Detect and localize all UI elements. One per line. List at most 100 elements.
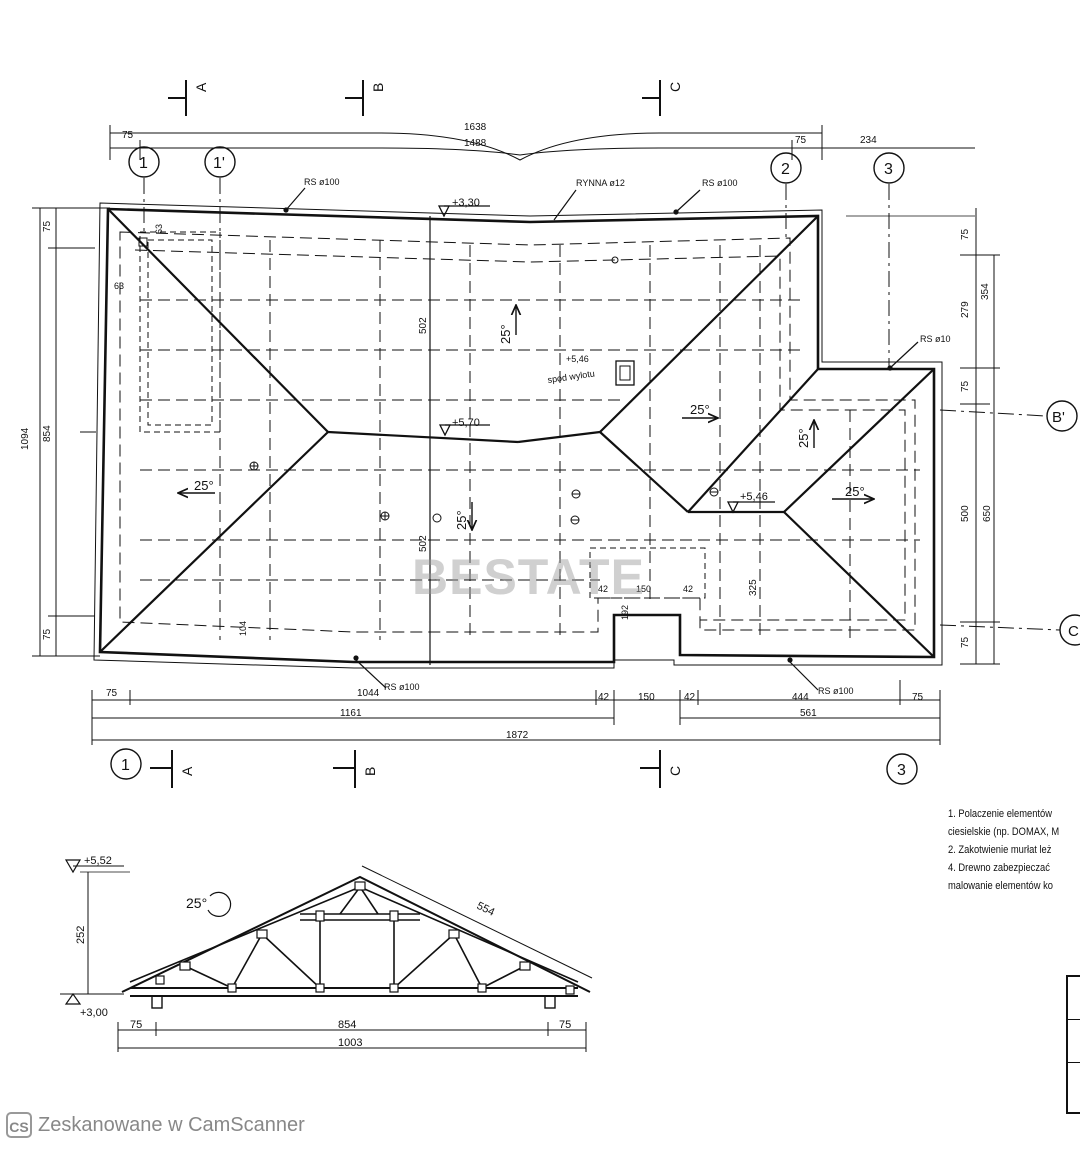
structure-grid [119,231,920,640]
dim-left-bottom: 75 [42,628,53,640]
note-line-5: malowanie elementów ko [948,880,1053,892]
dims-top [109,125,975,161]
dim-150-inner: 150 [636,584,651,594]
dim-104: 104 [238,621,248,636]
slope-label-right-c: 25° [845,484,865,499]
section-level-top: +5,52 [84,855,112,867]
section-overhang-left: 75 [130,1019,142,1031]
dim-top-right-part: 234 [860,135,877,146]
label-spod-wylotu: spod wylotu [547,368,595,385]
dim-right-354: 354 [980,283,991,300]
level-ridge: +5,70 [452,417,480,429]
dim-right-75: 75 [960,380,971,392]
dim-left-inner: 854 [42,425,53,442]
dim-bottom-42b: 42 [684,692,696,703]
dim-bottom-overhang-left: 75 [106,688,118,699]
section-height: 252 [75,926,87,944]
axis-bprime-right: B' [1052,409,1065,426]
camscanner-icon: CS [6,1112,32,1138]
dim-top-overhang-right: 75 [795,135,807,146]
dim-bottom-150: 150 [638,692,655,703]
inner-frames [139,231,706,599]
section-marks [150,80,661,788]
slope-label-right-b: 25° [796,428,811,448]
note-line-1: 1. Polaczenie elementów [948,808,1052,820]
section-rafter-length: 554 [475,900,497,919]
eave-outline-outer [93,202,943,669]
dim-bottom-overall: 1872 [506,730,529,741]
vent-markers [138,237,719,525]
section-span: 854 [338,1019,356,1031]
dim-right-500: 500 [960,505,971,522]
dim-63-b: 63 [114,281,124,291]
dim-bottom-left-total: 1161 [340,708,362,719]
dim-bottom-42a: 42 [598,692,610,703]
label-rs-right: RS ø10 [920,334,951,344]
dim-top-overall: 1638 [464,122,487,133]
section-mark-c-top: C [667,82,683,92]
section-level-bottom: +3,00 [80,1007,108,1019]
section-mark-b-top: B [370,83,386,92]
dim-right-279: 279 [960,301,971,318]
dim-bottom-444: 444 [792,692,809,703]
section-mark-c-bottom: C [667,766,683,776]
section-total: 1003 [338,1037,362,1049]
truss-section [60,859,593,1052]
footer-text: Zeskanowane w CamScanner [38,1113,305,1136]
label-rs-top-left: RS ø100 [304,177,340,187]
note-line-2: ciesielskie (np. DOMAX, M [948,826,1060,838]
watermark: BESTATE [412,549,645,605]
dim-right-top: 75 [960,228,971,240]
title-block-edge [1066,975,1080,1114]
dim-325: 325 [748,579,759,596]
axis-1-top: 1 [139,155,148,172]
dim-192: 192 [620,605,630,620]
slope-label-left: 25° [194,478,214,493]
note-line-4: 4. Drewno zabezpieczać [948,862,1050,874]
dim-bottom-overhang-right: 75 [912,692,924,703]
notes: 1. Polaczenie elementów ciesielskie (np.… [948,805,1060,895]
section-slope: 25° [186,895,207,911]
roof-plan [93,187,975,691]
dim-left-overall: 1094 [20,427,31,450]
level-546-chimney: +5,46 [566,354,589,364]
dim-63-a: 63 [154,224,164,234]
dims-left [32,207,110,657]
axis-1-bottom: 1 [121,757,130,774]
dim-top-overhang-left: 75 [122,130,134,141]
section-mark-a-bottom: A [179,766,195,776]
dims-bottom [91,680,941,745]
dim-right-bottom: 75 [960,636,971,648]
dims-right [960,208,1000,665]
axis-3-bottom: 3 [897,762,906,779]
dim-42-inner-a: 42 [598,584,608,594]
dim-502-b: 502 [418,535,429,552]
section-overhang-right: 75 [559,1019,571,1031]
axis-3-top: 3 [884,161,893,178]
axis-2-top: 2 [781,161,790,178]
dim-bottom-right-total: 561 [800,708,817,719]
axis-c-right: C [1068,623,1079,640]
dim-42-inner-b: 42 [683,584,693,594]
scanner-footer: CS Zeskanowane w CamScanner [6,1112,305,1138]
dim-bottom-1044: 1044 [357,688,380,699]
axis-1prime-top: 1' [213,155,225,172]
slope-label-top: 25° [498,324,513,344]
axis-bubbles [110,146,1080,785]
dim-right-650: 650 [982,505,993,522]
dim-left-top: 75 [42,220,53,232]
dim-top-main: 1488 [464,138,487,149]
dim-502-a: 502 [418,317,429,334]
section-mark-b-bottom: B [362,767,378,776]
slope-label-mid: 25° [454,510,469,530]
label-rs-bottom-left: RS ø100 [384,682,420,692]
level-eaves: +3,30 [452,197,480,209]
label-rynna: RYNNA ø12 [576,178,625,188]
label-rs-bottom-right: RS ø100 [818,686,854,696]
level-546-right: +5,46 [740,491,768,503]
note-line-3: 2. Zakotwienie murłat leż [948,844,1052,856]
label-rs-top-right: RS ø100 [702,178,738,188]
slope-arrows [178,305,874,530]
section-mark-a-top: A [193,82,209,92]
